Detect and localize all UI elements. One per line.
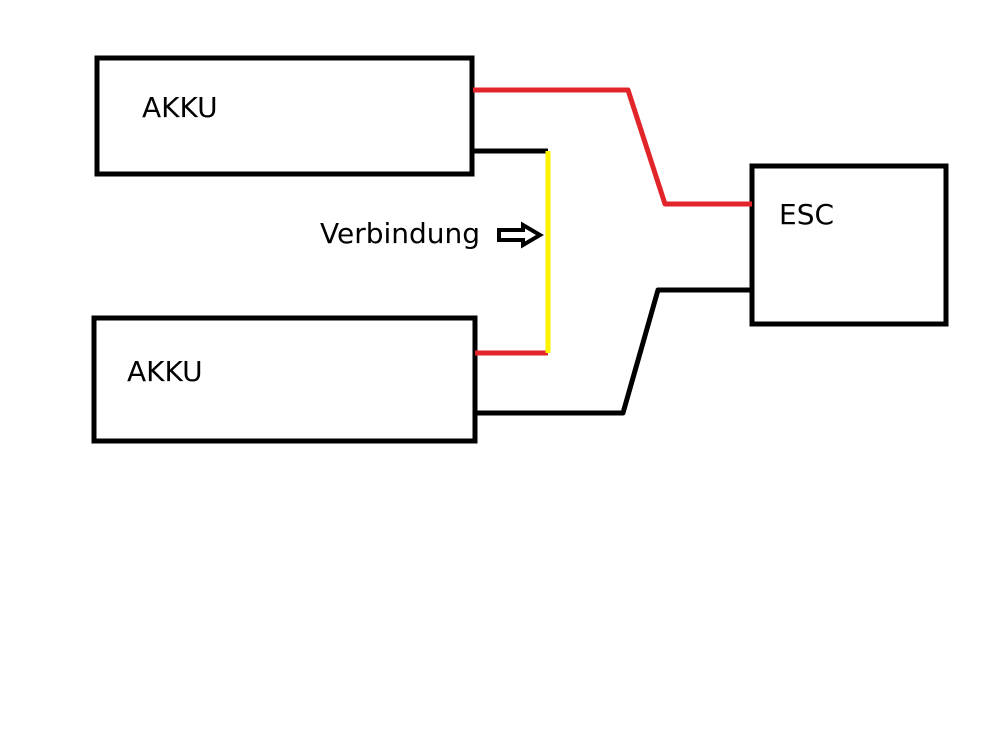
wire-negative-akku2-esc	[475, 287, 752, 416]
akku-1-label: AKKU	[142, 91, 218, 124]
akku-2-label: AKKU	[127, 355, 203, 388]
wire-positive-akku1-esc	[473, 87, 752, 207]
esc-label: ESC	[779, 198, 834, 231]
akku-2-box	[91, 315, 478, 444]
verbindung-label: Verbindung	[320, 217, 480, 250]
arrow-right-outline-icon	[497, 221, 544, 249]
akku-1-box	[94, 55, 475, 177]
esc-box	[749, 163, 949, 327]
